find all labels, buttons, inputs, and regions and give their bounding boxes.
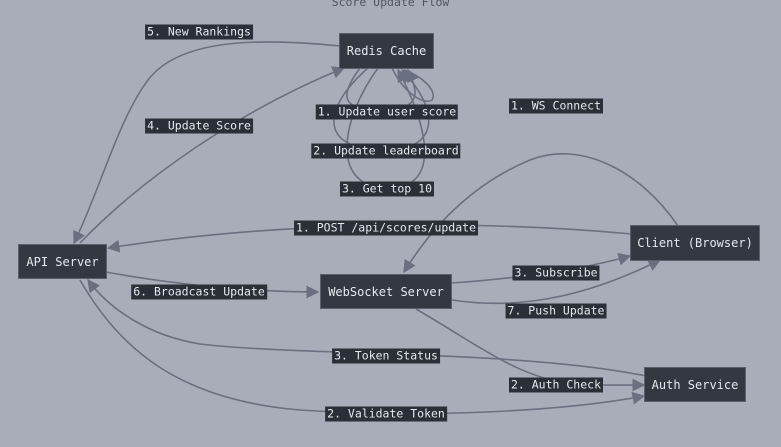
edge-label-validate-token: 2. Validate Token — [325, 406, 447, 422]
edge-get-top10 — [346, 67, 426, 189]
api-server-node[interactable]: API Server — [18, 244, 107, 279]
edge-label-token-status: 3. Token Status — [332, 348, 440, 364]
edge-label-update-score: 4. Update Score — [145, 118, 253, 134]
edge-redis-inner-loop — [391, 67, 434, 102]
edge-label-post-update: 1. POST /api/scores/update — [293, 220, 479, 236]
edge-token-status — [87, 278, 647, 377]
edge-label-get-top10: 3. Get top 10 — [339, 181, 435, 197]
edge-validate-token — [79, 279, 646, 415]
diagram-title: Score Update Flow — [331, 0, 450, 9]
edge-label-push-update: 7. Push Update — [505, 303, 607, 319]
edge-update-score — [79, 66, 346, 244]
edge-auth-check — [415, 308, 646, 392]
edge-label-auth-check: 2. Auth Check — [508, 377, 604, 393]
edge-label-new-rankings: 5. New Rankings — [145, 24, 253, 40]
edge-label-subscribe: 3. Subscribe — [512, 265, 600, 281]
websocket-server-node[interactable]: WebSocket Server — [320, 274, 452, 309]
edge-push-update — [451, 259, 662, 305]
edge-label-update-leaderboard: 2. Update leaderboard — [311, 143, 461, 159]
edge-new-rankings — [73, 41, 341, 245]
auth-service-node[interactable]: Auth Service — [644, 367, 746, 402]
client-browser-node[interactable]: Client (Browser) — [630, 225, 760, 261]
edge-label-ws-connect: 1. WS Connect — [508, 98, 604, 114]
redis-cache-node[interactable]: Redis Cache — [339, 33, 434, 69]
edge-label-update-user-score: 1. Update user score — [315, 104, 459, 120]
edge-label-broadcast: 6. Broadcast Update — [131, 284, 267, 300]
